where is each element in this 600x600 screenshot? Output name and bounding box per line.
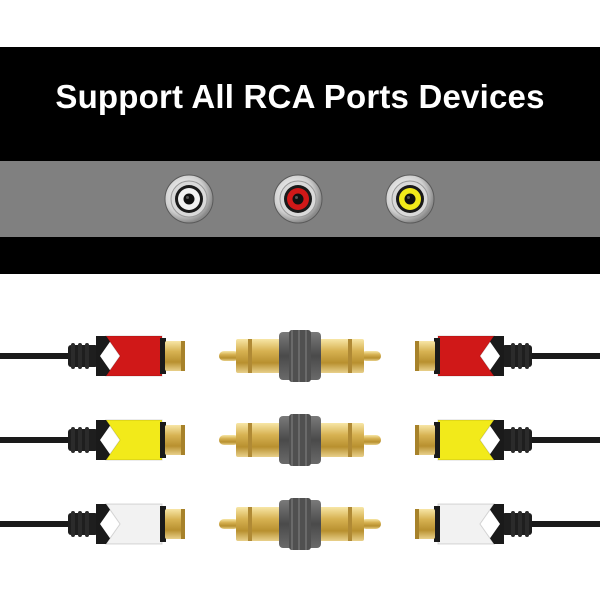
cable-row-red — [0, 330, 600, 382]
cable-row-white — [0, 498, 600, 550]
coupler-adapter-yellow — [219, 414, 381, 466]
female-connector-right-red — [415, 335, 600, 377]
female-connector-left-white — [0, 503, 185, 545]
rca-port-white — [164, 174, 214, 224]
coupler-adapter-red — [219, 330, 381, 382]
female-connector-right-yellow — [415, 419, 600, 461]
female-connector-left-yellow — [0, 419, 185, 461]
female-connector-left-red — [0, 335, 185, 377]
headline: Support All RCA Ports Devices — [55, 78, 545, 115]
cable-row-yellow — [0, 414, 600, 466]
female-connector-right-white — [415, 503, 600, 545]
coupler-adapter-white — [219, 498, 381, 550]
rca-port-yellow — [385, 174, 435, 224]
rca-port-red — [273, 174, 323, 224]
